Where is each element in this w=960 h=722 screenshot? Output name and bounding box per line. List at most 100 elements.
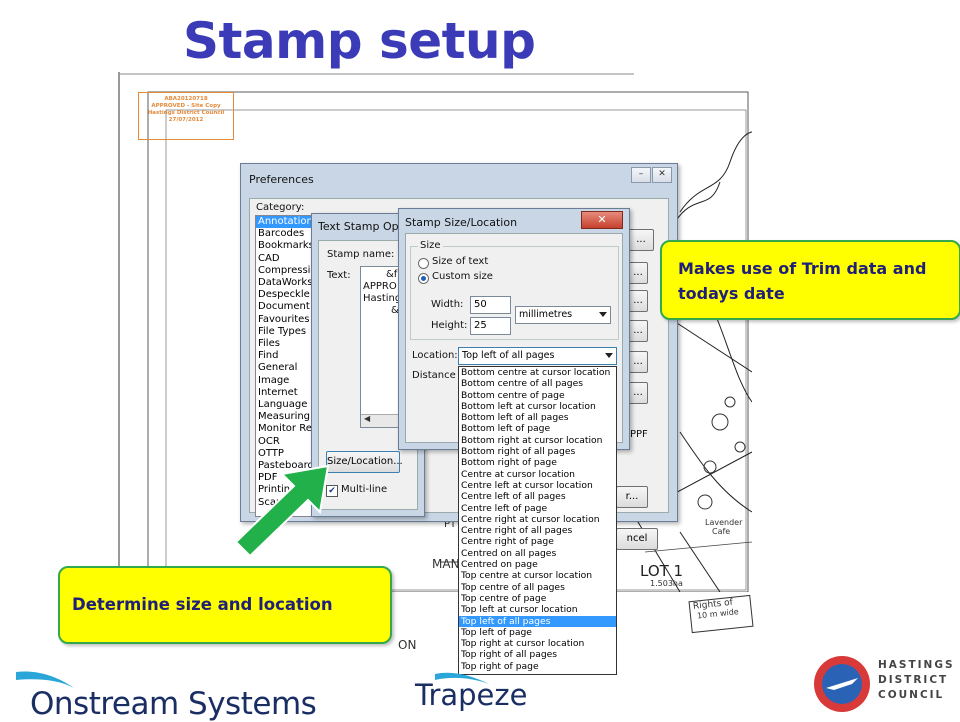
location-option-selected[interactable]: Top left of all pages (459, 615, 616, 627)
close-icon[interactable]: ✕ (652, 167, 672, 183)
category-item[interactable]: Favourites (258, 313, 310, 325)
location-option[interactable]: Top left at cursor location (461, 604, 578, 616)
category-item[interactable]: CAD (258, 252, 280, 264)
close-icon[interactable]: ✕ (581, 211, 623, 229)
location-option[interactable]: Top right at cursor location (461, 638, 585, 650)
category-item[interactable]: Document (258, 301, 310, 313)
category-item[interactable]: Compression (258, 264, 317, 276)
pref-option-button[interactable]: ... (628, 229, 654, 251)
category-item[interactable]: OTTP (258, 447, 284, 459)
category-item[interactable]: Barcodes (258, 228, 305, 240)
location-option[interactable]: Centre left of page (461, 502, 548, 514)
location-option[interactable]: Bottom left of page (461, 423, 551, 435)
location-option[interactable]: Top right of page (461, 660, 539, 672)
category-item[interactable]: PDF (258, 472, 278, 484)
location-option[interactable]: Bottom centre at cursor location (461, 367, 611, 378)
green-arrow-icon (234, 464, 330, 558)
chevron-down-icon (599, 312, 607, 317)
category-item[interactable]: Pasteboard (258, 460, 314, 472)
drawing-fragment: ON (398, 638, 417, 652)
onstream-logo-text: Onstream Systems (30, 686, 317, 722)
size-location-button[interactable]: Size/Location... (326, 451, 403, 473)
location-option[interactable]: Centre at cursor location (461, 468, 576, 480)
onstream-logo: Onstream Systems (0, 664, 317, 722)
category-label: Category: (256, 202, 305, 213)
scroll-left-icon[interactable]: ◀ (364, 414, 371, 423)
width-input[interactable]: 50 (470, 296, 511, 314)
council-name-line: COUNCIL (878, 689, 945, 701)
pref-option-button[interactable]: ... (628, 320, 648, 342)
location-option[interactable]: Bottom left of all pages (461, 412, 569, 424)
location-option[interactable]: Top centre at cursor location (461, 570, 593, 582)
pref-option-button[interactable]: ... (628, 290, 648, 312)
cancel-button[interactable]: ncel (616, 528, 658, 550)
height-input[interactable]: 25 (470, 317, 511, 335)
category-item[interactable]: Measuring (258, 411, 311, 423)
location-option[interactable]: Centred on page (461, 559, 538, 571)
council-name-line: HASTINGS (878, 659, 955, 671)
category-item[interactable]: Find (258, 350, 279, 362)
location-option[interactable]: Bottom right of page (461, 457, 557, 469)
location-option[interactable]: Centre right at cursor location (461, 513, 600, 525)
category-item[interactable]: Printing (258, 484, 297, 496)
location-option[interactable]: Bottom centre of page (461, 389, 565, 401)
location-option[interactable]: Top centre of page (461, 592, 547, 604)
size-of-text-radio[interactable] (418, 258, 429, 269)
location-option[interactable]: Centred on all pages (461, 547, 557, 559)
location-option[interactable]: Top left of page (461, 626, 532, 638)
location-option[interactable]: Centre right of all pages (461, 525, 573, 537)
width-label: Width: (431, 299, 464, 310)
stamp-size-location-title: Stamp Size/Location (405, 216, 518, 229)
location-options-list[interactable]: Bottom centre at cursor location Bottom … (458, 366, 617, 675)
units-dropdown[interactable]: millimetres (515, 306, 611, 324)
stamp-line: 27/07/2012 (168, 117, 204, 123)
road-label: Lavender (705, 518, 743, 527)
chevron-down-icon (605, 353, 613, 358)
pref-option-button[interactable]: r... (616, 486, 648, 508)
category-item[interactable]: General (258, 362, 298, 374)
pref-option-button[interactable]: ... (628, 351, 648, 373)
location-option[interactable]: Bottom left at cursor location (461, 400, 596, 412)
pref-option-button[interactable]: ... (628, 262, 648, 284)
category-item[interactable]: Annotations (256, 216, 317, 229)
stamp-line: ABA20120718 (164, 96, 208, 102)
slide-title: Stamp setup (183, 12, 536, 70)
pref-option-button[interactable]: ... (628, 382, 648, 404)
size-location-callout-text: Determine size and location (72, 595, 333, 614)
category-item[interactable]: Language (258, 399, 308, 411)
category-item[interactable]: Image (258, 374, 290, 386)
custom-size-label: Custom size (432, 271, 493, 282)
location-option[interactable]: Centre right of page (461, 536, 554, 548)
category-item[interactable]: Files (258, 338, 280, 350)
location-option[interactable]: Bottom right of all pages (461, 446, 576, 458)
custom-size-radio[interactable] (418, 273, 429, 284)
category-item[interactable]: OCR (258, 435, 280, 447)
ppf-fragment: PPF (630, 429, 648, 440)
stamp-text-area[interactable]: &f( APPRO Hasting & ◀ (360, 266, 402, 428)
trim-data-callout: Makes use of Trim data and todays date (660, 240, 960, 320)
stamp-name-label: Stamp name: (327, 249, 395, 260)
category-item[interactable]: Internet (258, 386, 298, 398)
location-option[interactable]: Bottom centre of all pages (461, 378, 584, 390)
multiline-checkbox[interactable]: ✔ (326, 485, 338, 497)
category-item[interactable]: Despeckle (258, 289, 310, 301)
category-item[interactable]: File Types (258, 325, 307, 337)
hastings-council-logo: HASTINGS DISTRICT COUNCIL (812, 652, 960, 718)
size-location-callout: Determine size and location (58, 566, 392, 644)
category-item[interactable]: Monitor Res (258, 423, 317, 435)
category-item[interactable]: DataWorks (258, 277, 313, 289)
location-dropdown[interactable]: Top left of all pages (458, 347, 617, 365)
size-of-text-label: Size of text (432, 256, 489, 267)
minimize-icon[interactable]: – (631, 167, 651, 183)
horizontal-scrollbar[interactable]: ◀ (361, 414, 399, 427)
location-option[interactable]: Centre left of all pages (461, 491, 566, 503)
preferences-title: Preferences (249, 173, 314, 186)
location-option[interactable]: Centre left at cursor location (461, 479, 593, 491)
category-item[interactable]: Bookmarks (258, 240, 314, 252)
location-option[interactable]: Top right of all pages (461, 649, 558, 661)
location-option[interactable]: Bottom right at cursor location (461, 434, 603, 446)
location-option[interactable]: Top centre of all pages (461, 581, 565, 593)
stamp-line: Hastings District Council (147, 110, 225, 116)
location-label: Location: (412, 350, 458, 361)
category-list[interactable]: Annotations Barcodes Bookmarks CAD Compr… (255, 215, 317, 517)
